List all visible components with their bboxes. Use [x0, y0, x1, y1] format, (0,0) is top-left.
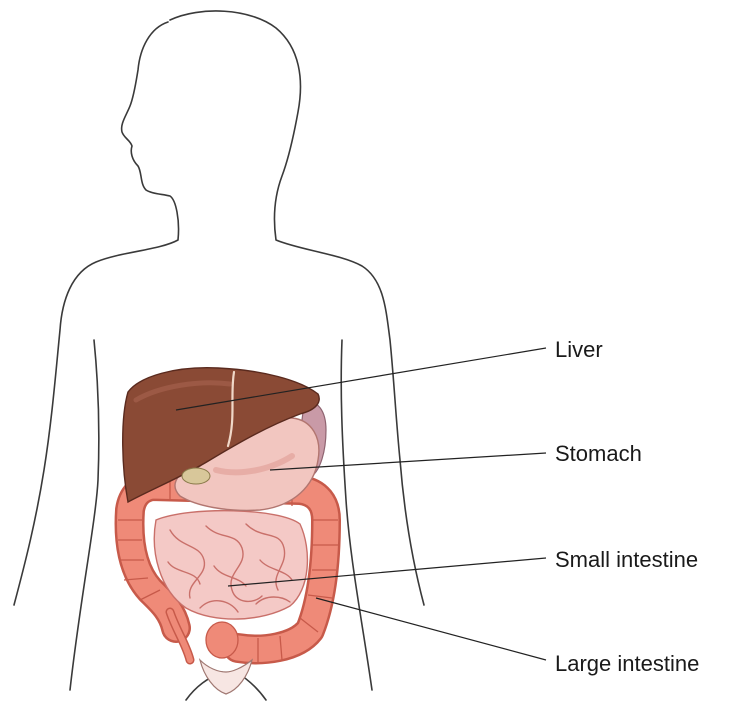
leader-line-large-intestine	[316, 598, 546, 660]
label-large-intestine: Large intestine	[555, 653, 699, 675]
pelvis-outline	[200, 660, 252, 694]
label-small-intestine: Small intestine	[555, 549, 698, 571]
label-liver: Liver	[555, 339, 603, 361]
torso-left-line	[70, 340, 99, 690]
torso-right-line	[341, 340, 372, 690]
label-stomach: Stomach	[555, 443, 642, 465]
